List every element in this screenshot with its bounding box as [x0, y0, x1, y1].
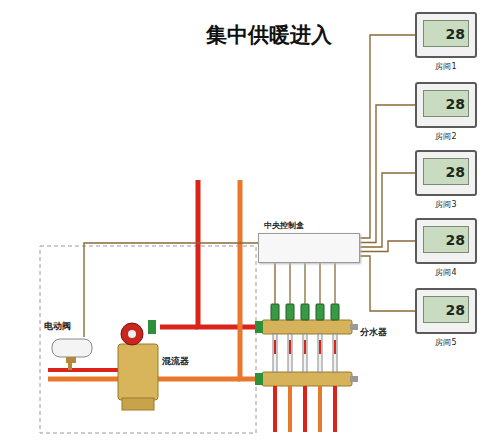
- thermo-node: 28 房间2: [415, 82, 477, 142]
- thermostat-screen: 28: [423, 226, 469, 253]
- floor-loop-pipe: [318, 386, 322, 432]
- actuator: [316, 304, 324, 320]
- actuator: [301, 304, 309, 320]
- ball-valve: [255, 373, 263, 385]
- return-pipe: [240, 180, 262, 379]
- flow-meter: [288, 334, 292, 372]
- thermo-node: 28 房间1: [415, 12, 477, 72]
- diagram-title: 集中供暖进入: [206, 24, 227, 47]
- display-reading: 28: [446, 96, 468, 112]
- ball-valve: [255, 321, 263, 333]
- pump: [121, 323, 143, 345]
- control-wire: [304, 262, 305, 304]
- mixer-body: [118, 344, 158, 400]
- return-pipe: [158, 377, 240, 382]
- thermostat: 28: [415, 288, 477, 334]
- control-wire: [274, 263, 275, 304]
- control-wire: [360, 241, 415, 252]
- room-label: 房间2: [415, 131, 477, 142]
- thermostat: 28: [415, 82, 477, 128]
- display-reading: 28: [446, 164, 468, 180]
- room-label: 房间5: [415, 337, 477, 348]
- flow-meter: [303, 334, 307, 372]
- supply-pipe: [160, 325, 198, 330]
- flow-indicator: [289, 340, 291, 354]
- thermostat-screen: 28: [423, 158, 469, 185]
- flow-indicator: [319, 340, 321, 354]
- flow-indicator: [274, 340, 276, 354]
- floor-loop-pipe: [303, 386, 307, 432]
- actuator: [271, 304, 279, 320]
- control-wire: [289, 262, 290, 304]
- return-pipe: [48, 377, 118, 382]
- control-wire: [360, 105, 415, 243]
- part-label: 混流器: [162, 356, 189, 366]
- supply-pipe: [48, 368, 118, 372]
- control-wire: [360, 35, 415, 238]
- control-wire: [84, 243, 258, 337]
- pump-hub: [128, 330, 136, 338]
- mixer-knob: [148, 320, 156, 334]
- part-label: 电动阀: [44, 321, 71, 331]
- flow-indicator: [304, 340, 306, 354]
- box-heading: 中央控制盒: [264, 220, 360, 231]
- thermostat: 28: [415, 150, 477, 196]
- room-label: 房间3: [415, 199, 477, 210]
- floor-loop-pipe: [273, 386, 277, 432]
- mixer-base: [122, 398, 154, 410]
- manifold-node: 分水器: [262, 304, 352, 386]
- thermo-node: 28 房间5: [415, 288, 477, 348]
- dashed-region: [40, 246, 256, 433]
- part-label: 分水器: [360, 326, 387, 339]
- thermostat-screen: 28: [423, 90, 469, 117]
- valve-actuator: [52, 339, 92, 357]
- ctrl-node: 中央控制盒: [258, 220, 360, 263]
- supply-pipe: [198, 180, 262, 327]
- motorized-valve: [44, 337, 96, 363]
- actuator: [286, 304, 294, 320]
- vent: [350, 376, 358, 382]
- thermo-node: 28 房间3: [415, 150, 477, 210]
- thermostat-screen: 28: [423, 296, 469, 323]
- vent: [350, 324, 358, 330]
- mixer-node: 混流器: [162, 349, 189, 368]
- valve-node: 电动阀: [44, 314, 96, 363]
- room-label: 房间1: [415, 61, 477, 72]
- flow-meter: [273, 334, 277, 372]
- actuator: [331, 304, 339, 320]
- flow-meter: [318, 334, 322, 372]
- actuator-wires: [290, 262, 335, 304]
- flow-meter: [333, 334, 337, 372]
- thermostat: 28: [415, 12, 477, 58]
- room-label: 房间4: [415, 267, 477, 278]
- thermostat: 28: [415, 218, 477, 264]
- flow-indicator: [334, 340, 336, 354]
- thermo-node: 28 房间4: [415, 218, 477, 278]
- valve-neck: [66, 357, 76, 363]
- thermostat-screen: 28: [423, 20, 469, 47]
- control-wire: [360, 173, 415, 247]
- display-reading: 28: [446, 302, 468, 318]
- manifold-bar: [262, 372, 352, 386]
- control-wire: [334, 262, 335, 304]
- control-wire: [319, 262, 320, 304]
- control-box: [258, 233, 360, 263]
- control-wire: [360, 256, 415, 311]
- manifold-bar: [262, 320, 352, 334]
- floor-loop-pipe: [288, 386, 292, 432]
- floor-loop-pipe: [333, 386, 337, 432]
- display-reading: 28: [446, 232, 468, 248]
- display-reading: 28: [446, 26, 468, 42]
- manifold-circuits: [271, 304, 339, 432]
